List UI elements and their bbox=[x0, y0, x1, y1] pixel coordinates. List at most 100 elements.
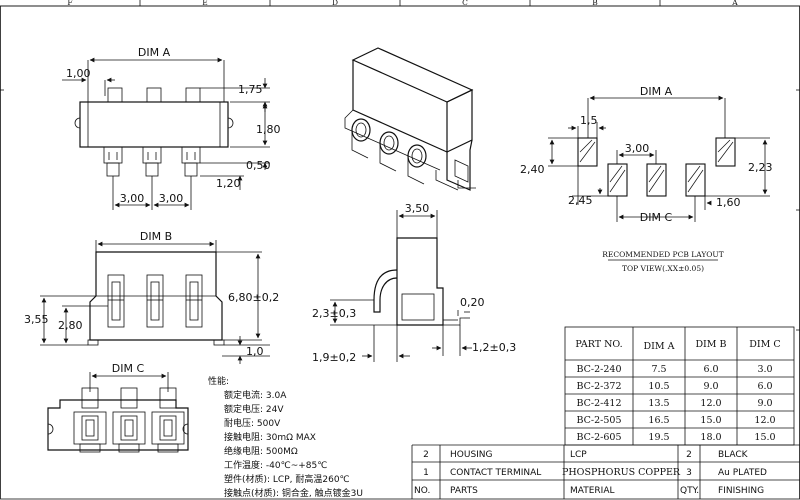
th-dim-a: DIM A bbox=[644, 341, 675, 352]
bottom-pin bbox=[81, 387, 99, 409]
pcb-dim-a-label: DIM A bbox=[640, 85, 673, 98]
properties-block: 性能: 额定电流: 3.0A 额定电压: 24V 耐电压: 500V 接触电阻:… bbox=[208, 375, 363, 499]
properties-heading: 性能: bbox=[208, 375, 229, 387]
contact-slot bbox=[185, 274, 203, 328]
prop-contact-material: 接触点(材质): 铜合金, 触点镀金3U bbox=[224, 487, 363, 499]
dim-c-label: DIM C bbox=[112, 362, 145, 375]
dim-1-80: 1,80 bbox=[256, 123, 281, 136]
iso-contact bbox=[379, 131, 399, 172]
pcb-dim-c-label: DIM C bbox=[640, 211, 673, 224]
dim-1-2: 1,2±0,3 bbox=[472, 341, 516, 354]
bom-header-finishing: FINISHING bbox=[718, 486, 764, 496]
bom-table: 2 HOUSING LCP 2 BLACK 1 CONTACT TERMINAL… bbox=[411, 444, 800, 499]
side-view: 3,50 2,3±0,3 0,20 1,9±0,2 1,2±0,3 bbox=[312, 202, 516, 364]
table-cell: 15.0 bbox=[754, 432, 775, 443]
housing-side bbox=[396, 237, 444, 326]
pcb-dim-2-23: 2,23 bbox=[748, 161, 773, 174]
bom-no: 1 bbox=[423, 468, 429, 478]
dim-1-0: 1,0 bbox=[246, 345, 264, 358]
pcb-dim-1-5: 1,5 bbox=[580, 114, 598, 127]
table-cell: 9.0 bbox=[757, 398, 772, 409]
prop-contact-resistance: 接触电阻: 30mΩ MAX bbox=[224, 431, 316, 443]
prop-rated-voltage: 额定电压: 24V bbox=[224, 403, 284, 415]
table-cell: 9.0 bbox=[703, 381, 718, 392]
table-cell: 18.0 bbox=[700, 432, 721, 443]
dim-b-label: DIM B bbox=[140, 230, 172, 243]
pcb-layout-subtitle: TOP VIEW(.XX±0.05) bbox=[622, 264, 704, 273]
front-view: DIM B 6,80±0,2 3,55 2,80 1,0 bbox=[24, 230, 279, 364]
prop-withstand-voltage: 耐电压: 500V bbox=[224, 417, 281, 429]
table-cell: BC-2-605 bbox=[576, 432, 621, 443]
contact-slot bbox=[107, 274, 125, 328]
dim-1-20: 1,20 bbox=[216, 177, 241, 190]
dim-3-00-right: 3,00 bbox=[159, 192, 184, 205]
table-cell: BC-2-412 bbox=[576, 398, 621, 409]
contact-slot bbox=[146, 274, 164, 328]
table-cell: BC-2-240 bbox=[576, 364, 621, 375]
prop-rated-current: 额定电流: 3.0A bbox=[224, 389, 287, 401]
table-cell: 16.5 bbox=[648, 415, 669, 426]
th-dim-b: DIM B bbox=[695, 339, 726, 350]
frame-letter-b: B bbox=[592, 0, 598, 7]
th-dim-c: DIM C bbox=[749, 339, 780, 350]
dim-1-75: 1,75 bbox=[238, 83, 263, 96]
dimension-table: PART NO. DIM A DIM B DIM C BC-2-240 7.5 … bbox=[564, 326, 795, 446]
dim-1-00: 1,00 bbox=[66, 67, 91, 80]
table-cell: 13.5 bbox=[648, 398, 669, 409]
pin-top bbox=[146, 87, 162, 103]
dim-1-9: 1,9±0,2 bbox=[312, 351, 356, 364]
contact-tab bbox=[103, 146, 123, 164]
table-cell: BC-2-372 bbox=[576, 381, 621, 392]
isometric-view bbox=[344, 47, 476, 191]
bom-finishing: BLACK bbox=[718, 450, 749, 460]
bom-material: LCP bbox=[570, 450, 587, 460]
bom-qty: 2 bbox=[686, 450, 692, 460]
table-cell: 10.5 bbox=[648, 381, 669, 392]
prop-insulation-resistance: 绝缘电阻: 500MΩ bbox=[224, 445, 298, 457]
bom-header-parts: PARTS bbox=[450, 486, 478, 496]
table-cell: 12.0 bbox=[700, 398, 721, 409]
th-part-no: PART NO. bbox=[575, 339, 622, 350]
bottom-view: DIM C bbox=[47, 362, 189, 453]
pcb-dim-2-45: 2,45 bbox=[568, 194, 593, 207]
bom-finishing: Au PLATED bbox=[718, 468, 767, 478]
frame-letter-c: C bbox=[462, 0, 468, 7]
dim-a-label: DIM A bbox=[138, 46, 171, 59]
frame-zone-row: F E D C B A bbox=[0, 0, 800, 7]
contact-tab bbox=[142, 146, 162, 164]
dim-2-80: 2,80 bbox=[58, 319, 83, 332]
frame-letter-a: A bbox=[731, 0, 738, 7]
pcb-dim-2-40: 2,40 bbox=[520, 163, 545, 176]
dim-6-80: 6,80±0,2 bbox=[228, 291, 279, 304]
pcb-layout: DIM A 1,5 3,00 2,40 2,23 bbox=[520, 85, 773, 273]
iso-contact bbox=[407, 144, 427, 185]
iso-contact bbox=[351, 118, 371, 159]
dim-3-50: 3,50 bbox=[405, 202, 430, 215]
bom-material: PHOSPHORUS COPPER bbox=[562, 467, 681, 478]
table-cell: 6.0 bbox=[703, 364, 718, 375]
bom-part: HOUSING bbox=[450, 450, 493, 460]
table-cell: 7.5 bbox=[651, 364, 666, 375]
table-cell: 12.0 bbox=[754, 415, 775, 426]
pin-top bbox=[107, 87, 123, 103]
top-view: DIM A 1,00 1,75 1,80 0,50 bbox=[62, 46, 281, 210]
table-cell: 15.0 bbox=[700, 415, 721, 426]
bom-no: 2 bbox=[423, 450, 429, 460]
table-cell: 3.0 bbox=[757, 364, 772, 375]
bottom-pin bbox=[159, 387, 177, 409]
dim-0-50: 0,50 bbox=[246, 159, 271, 172]
table-cell: 6.0 bbox=[757, 381, 772, 392]
frame-letter-e: E bbox=[202, 0, 207, 7]
prop-operating-temp: 工作温度: -40℃~+85℃ bbox=[224, 459, 327, 471]
bom-part: CONTACT TERMINAL bbox=[450, 468, 541, 478]
bom-header-qty: QTY. bbox=[680, 486, 699, 496]
bom-header-no: NO. bbox=[414, 486, 430, 496]
housing-body bbox=[79, 101, 229, 148]
frame-letter-f: F bbox=[67, 0, 72, 7]
bom-qty: 3 bbox=[686, 468, 692, 478]
dim-2-3: 2,3±0,3 bbox=[312, 307, 356, 320]
bottom-pin bbox=[120, 387, 138, 409]
contact-spring bbox=[373, 269, 398, 313]
housing-bottom bbox=[47, 399, 189, 451]
